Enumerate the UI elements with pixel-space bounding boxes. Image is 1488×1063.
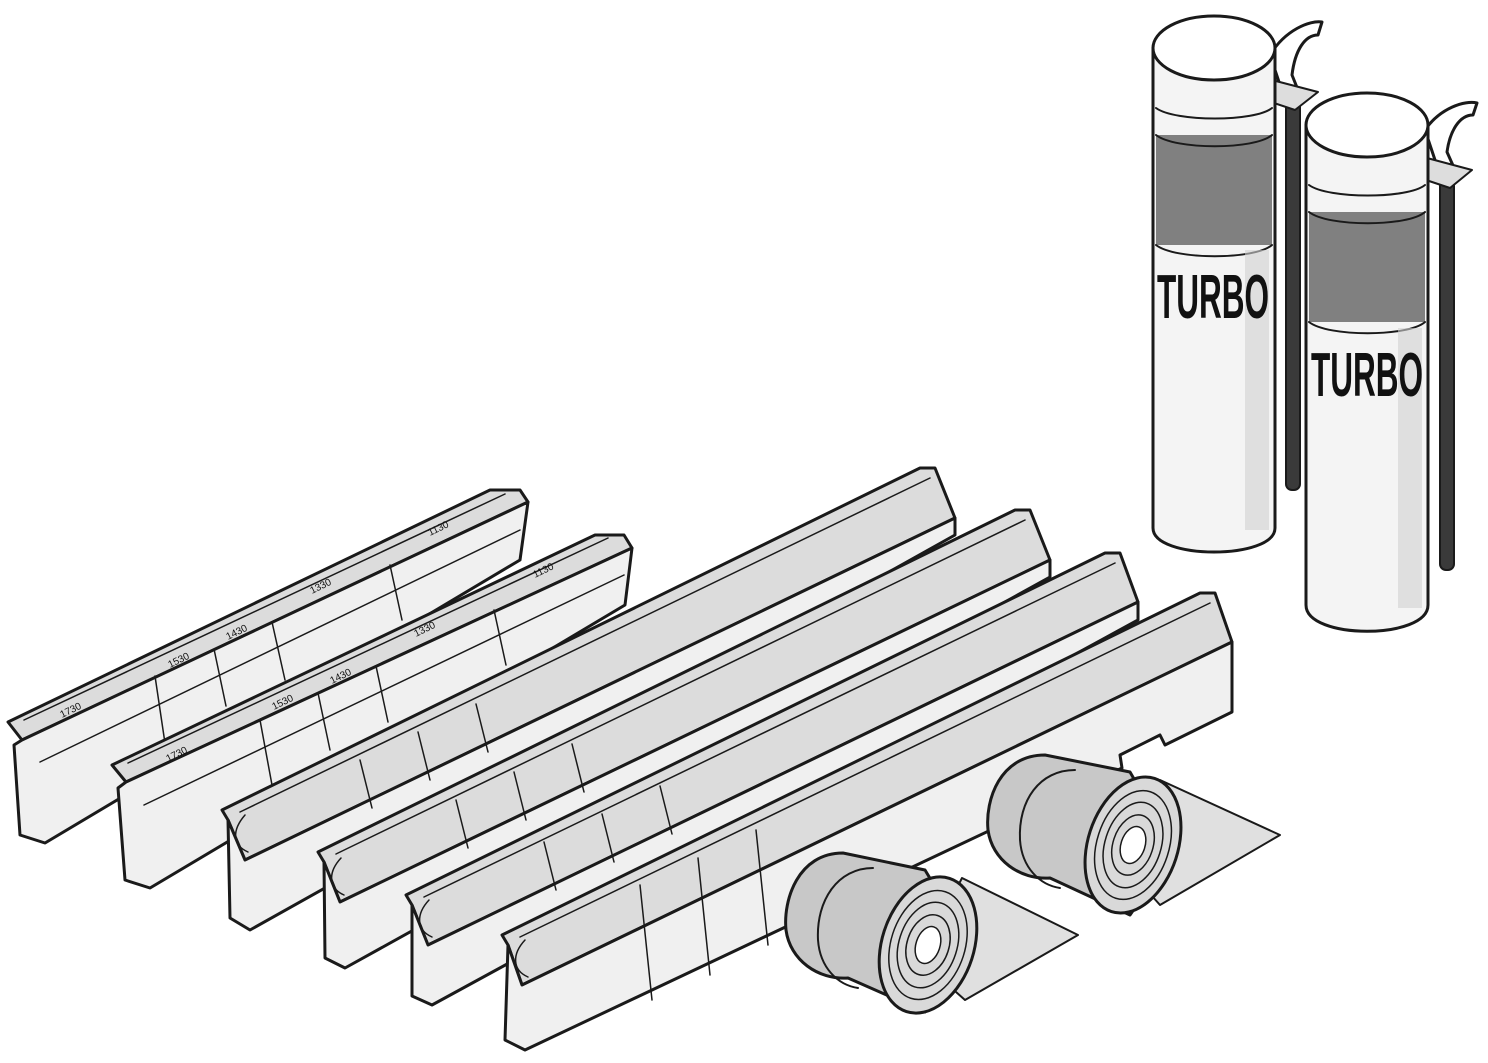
profile-1-top: [6, 488, 530, 742]
profile-2-top: [110, 533, 634, 784]
trigger-handle-front: [1423, 100, 1479, 177]
profile-6-face: [503, 640, 1234, 1052]
tape-roll-back: [986, 753, 1281, 917]
can-brand-front: TURBO: [1311, 341, 1423, 410]
straw-tube-back: [1285, 94, 1301, 491]
can-brand-back: TURBO: [1157, 263, 1269, 332]
trigger-handle-back: [1268, 20, 1324, 102]
straw-tube-front: [1439, 179, 1455, 571]
can-band-back: [1156, 135, 1272, 245]
plain-profile-6: [500, 591, 1234, 1052]
tape-roll-front: [784, 851, 1079, 1015]
foam-can-back: TURBO: [1151, 14, 1324, 554]
can-cap-front: [1304, 91, 1430, 159]
foam-can-front: TURBO: [1304, 91, 1479, 633]
can-cap-back: [1151, 14, 1277, 82]
can-band-front: [1309, 212, 1425, 322]
